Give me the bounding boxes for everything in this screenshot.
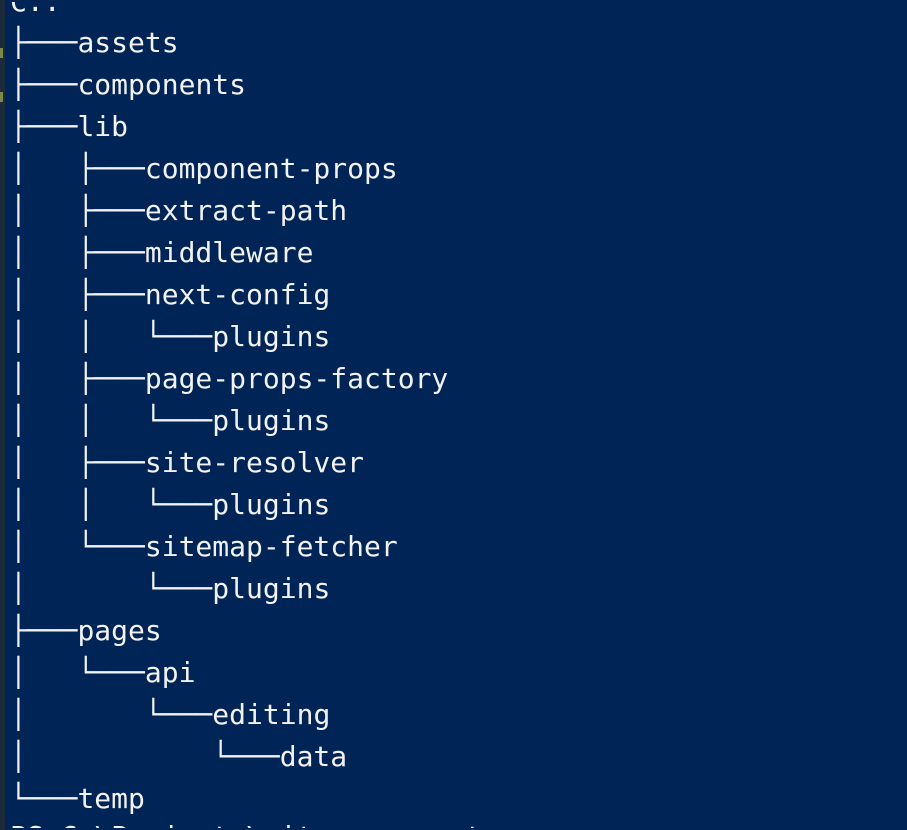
tree-line: │ ├───next-config <box>10 274 900 316</box>
folder-name: data <box>279 740 348 773</box>
tree-guide: │ └─── <box>10 698 213 731</box>
tree-guide: │ ├─── <box>10 236 145 269</box>
tree-guide: │ └─── <box>10 656 145 689</box>
tree-guide: │ ├─── <box>10 152 145 185</box>
tree-line: │ └───api <box>10 652 900 694</box>
tree-line: │ └───plugins <box>10 568 900 610</box>
tree-line: ├───pages <box>10 610 900 652</box>
tree-line: │ ├───component-props <box>10 148 900 190</box>
tree-line: ├───assets <box>10 22 900 64</box>
tree-guide: │ ├─── <box>10 362 145 395</box>
tree-guide: ├─── <box>10 68 78 101</box>
tree-guide: │ │ └─── <box>10 320 213 353</box>
tree-guide: │ └─── <box>10 740 280 773</box>
tree-line: │ └───sitemap-fetcher <box>10 526 900 568</box>
tree-guide: ├─── <box>10 110 78 143</box>
tree-guide: ├─── <box>10 26 78 59</box>
tree-guide: ├─── <box>10 614 78 647</box>
folder-name: pages <box>77 614 162 647</box>
tree-line: ├───lib <box>10 106 900 148</box>
tree-guide: │ ├─── <box>10 194 145 227</box>
folder-name: plugins <box>212 404 331 437</box>
folder-name: editing <box>212 698 331 731</box>
folder-name: assets <box>77 26 179 59</box>
folder-name: temp <box>77 782 145 815</box>
tree-guide: │ └─── <box>10 530 145 563</box>
folder-name: plugins <box>212 488 331 521</box>
tree-root-line: C:. <box>10 2 900 22</box>
tree-guide: │ │ └─── <box>10 404 213 437</box>
folder-name: component-props <box>144 152 398 185</box>
prompt-line[interactable]: PS C:\Projects\sitecore-next <box>10 820 900 828</box>
window-left-edge <box>0 0 5 830</box>
folder-name: api <box>144 656 196 689</box>
folder-name: components <box>77 68 247 101</box>
tree-line: └───temp <box>10 778 900 820</box>
folder-name: middleware <box>144 236 314 269</box>
tree-line: │ └───data <box>10 736 900 778</box>
edge-marker <box>0 92 3 102</box>
folder-name: page-props-factory <box>144 362 449 395</box>
tree-line: │ ├───page-props-factory <box>10 358 900 400</box>
tree-guide: │ │ └─── <box>10 488 213 521</box>
tree-line: │ │ └───plugins <box>10 316 900 358</box>
folder-name: extract-path <box>144 194 348 227</box>
folder-name: sitemap-fetcher <box>144 530 398 563</box>
tree-guide: │ ├─── <box>10 446 145 479</box>
tree-line: │ │ └───plugins <box>10 484 900 526</box>
tree-line: │ ├───site-resolver <box>10 442 900 484</box>
tree-line: │ │ └───plugins <box>10 400 900 442</box>
directory-tree: ├───assets├───components├───lib│ ├───com… <box>10 22 900 820</box>
tree-guide: └─── <box>10 782 78 815</box>
folder-name: next-config <box>144 278 331 311</box>
tree-line: ├───components <box>10 64 900 106</box>
folder-name: site-resolver <box>144 446 365 479</box>
tree-line: │ └───editing <box>10 694 900 736</box>
folder-name: plugins <box>212 572 331 605</box>
edge-marker <box>0 48 3 58</box>
tree-line: │ ├───middleware <box>10 232 900 274</box>
terminal-output: C:. ├───assets├───components├───lib│ ├──… <box>10 2 900 828</box>
tree-guide: │ ├─── <box>10 278 145 311</box>
tree-line: │ ├───extract-path <box>10 190 900 232</box>
folder-name: lib <box>77 110 129 143</box>
folder-name: plugins <box>212 320 331 353</box>
tree-guide: │ └─── <box>10 572 213 605</box>
